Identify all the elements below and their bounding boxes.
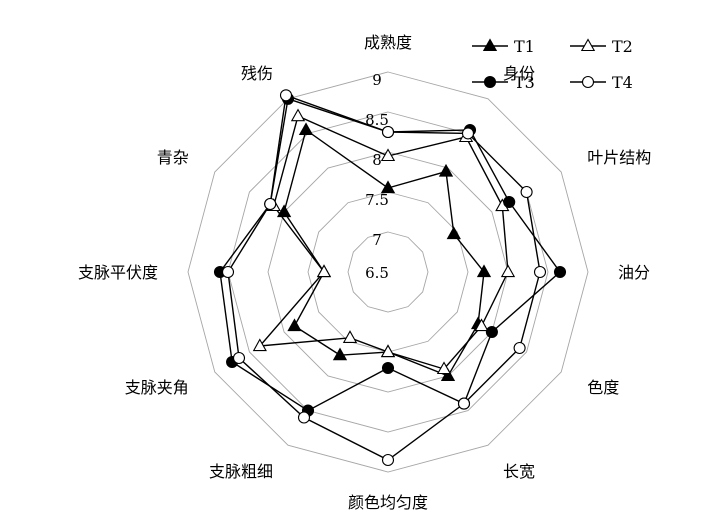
- point-T1-7: [332, 347, 348, 361]
- legend-marker-T3: [483, 75, 497, 89]
- legend-label-T3: T3: [514, 73, 535, 92]
- category-label-6: 颜色均匀度: [348, 493, 428, 512]
- point-T3-3: [553, 265, 567, 279]
- point-T2-7: [342, 330, 358, 343]
- legend-label-T2: T2: [612, 37, 633, 56]
- point-T4-0: [381, 125, 395, 139]
- point-T3-6: [381, 361, 395, 375]
- tick-label-4: 8.5: [365, 111, 389, 129]
- point-T4-3: [533, 265, 547, 279]
- point-T3-2: [503, 195, 516, 209]
- grid-ring-5: [187, 71, 589, 473]
- legend-label-T4: T4: [612, 73, 633, 92]
- category-label-2: 叶片结构: [587, 148, 651, 167]
- point-T2-4: [474, 318, 489, 332]
- radial-tick-labels: 6.5 7 7.5 8 8.5 9: [365, 71, 389, 282]
- tick-label-1: 7: [372, 231, 382, 249]
- point-T1-0: [380, 180, 396, 194]
- point-T1-8: [287, 318, 302, 332]
- legend-marker-T4: [581, 75, 595, 89]
- category-label-1: 身份: [503, 64, 535, 83]
- legend-label-T1: T1: [514, 37, 535, 56]
- point-T4-10: [264, 197, 277, 211]
- point-T1-1: [438, 163, 454, 177]
- point-T1-11: [298, 122, 314, 136]
- point-T4-2: [520, 185, 533, 199]
- tick-label-3: 8: [372, 151, 382, 169]
- point-T4-7: [297, 411, 311, 424]
- point-T2-11: [290, 108, 306, 122]
- category-label-4: 色度: [587, 378, 619, 397]
- series-group: [213, 89, 567, 467]
- tick-label-0: 6.5: [365, 264, 389, 282]
- point-T2-0: [380, 148, 396, 162]
- category-label-8: 支脉夹角: [125, 378, 189, 397]
- point-T2-8: [252, 338, 267, 352]
- category-label-11: 残伤: [241, 64, 273, 83]
- legend-marker-T2: [580, 38, 596, 52]
- series-line-T1: [283, 128, 485, 377]
- category-label-10: 青杂: [157, 148, 189, 167]
- point-T1-10: [276, 204, 292, 218]
- category-label-0: 成熟度: [364, 33, 412, 52]
- point-T4-6: [381, 453, 395, 467]
- category-label-7: 支脉粗细: [209, 462, 273, 481]
- point-T4-9: [221, 265, 235, 279]
- point-T2-6: [380, 344, 396, 358]
- point-T1-3: [476, 264, 492, 278]
- point-T3-4: [485, 325, 498, 339]
- category-label-9: 支脉平伏度: [78, 263, 158, 282]
- point-T4-4: [513, 341, 526, 355]
- grid-ring-1: [347, 231, 429, 313]
- point-T4-11: [279, 89, 293, 102]
- category-label-5: 长宽: [503, 462, 535, 481]
- point-T2-9: [316, 264, 332, 278]
- point-T1-5: [440, 368, 456, 382]
- tick-label-2: 7.5: [365, 191, 389, 209]
- point-T4-1: [461, 127, 475, 140]
- point-T4-5: [457, 397, 471, 410]
- point-T1-2: [446, 226, 461, 240]
- point-T4-8: [232, 351, 246, 365]
- category-label-3: 油分: [618, 263, 650, 282]
- legend-marker-T1: [482, 38, 498, 52]
- tick-label-5: 9: [372, 71, 382, 89]
- point-T2-3: [500, 264, 516, 278]
- point-T2-5: [436, 361, 452, 375]
